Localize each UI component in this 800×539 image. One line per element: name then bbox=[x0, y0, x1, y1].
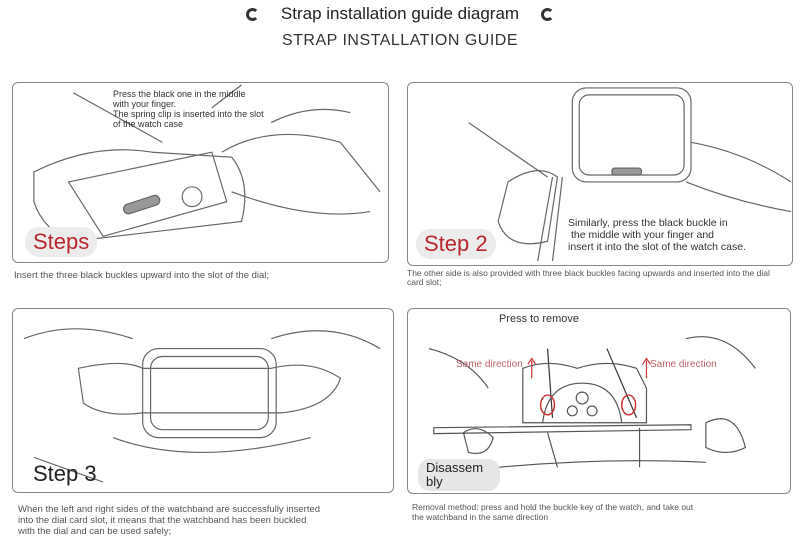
step3-caption: When the left and right sides of the wat… bbox=[18, 504, 320, 537]
swirl-icon bbox=[541, 8, 555, 22]
step2-panel: Similarly, press the black buckle in the… bbox=[407, 82, 793, 266]
press-to-remove-label: Press to remove bbox=[498, 313, 580, 325]
caption-line: into the dial card slot, it means that t… bbox=[18, 515, 307, 526]
caption-line: The other side is also provided with thr… bbox=[407, 268, 770, 278]
caption-line: card slot; bbox=[407, 277, 442, 287]
right-direction-label: Same direction bbox=[650, 359, 717, 370]
caption-line: Removal method: press and hold the buckl… bbox=[412, 502, 694, 512]
note-line: Similarly, press the black buckle in bbox=[568, 217, 728, 229]
disassembly-panel: Press to remove Same direction Same dire… bbox=[407, 308, 791, 494]
note-line: the middle with your finger and bbox=[571, 229, 714, 241]
step3-illustration bbox=[23, 328, 381, 483]
disassembly-illustration bbox=[428, 336, 756, 468]
step2-note: Similarly, press the black buckle in the… bbox=[568, 217, 746, 253]
note-line: Press the black one in the middle bbox=[113, 89, 246, 99]
step1-panel: Press the black one in the middle with y… bbox=[12, 82, 389, 263]
title-text: Strap installation guide diagram bbox=[280, 4, 520, 23]
step1-caption: Insert the three black buckles upward in… bbox=[14, 270, 270, 281]
note-line: with your finger. bbox=[113, 99, 177, 109]
caption-line: When the left and right sides of the wat… bbox=[18, 504, 321, 515]
page-subtitle: STRAP INSTALLATION GUIDE bbox=[281, 32, 519, 49]
note-line: of the watch case bbox=[113, 119, 184, 129]
disassembly-label: Disassem bly bbox=[418, 459, 500, 491]
step2-illustration bbox=[468, 87, 792, 262]
step3-label: Step 3 bbox=[33, 461, 97, 486]
step2-caption: The other side is also provided with thr… bbox=[407, 269, 770, 287]
step2-label: Step 2 bbox=[416, 229, 496, 259]
note-line: insert it into the slot of the watch cas… bbox=[568, 241, 747, 253]
note-line: The spring clip is inserted into the slo… bbox=[113, 109, 264, 119]
swirl-icon bbox=[245, 8, 259, 22]
page-title: Strap installation guide diagram bbox=[0, 4, 800, 24]
step1-note: Press the black one in the middle with y… bbox=[113, 89, 264, 129]
caption-line: the watchband in the same direction bbox=[412, 512, 549, 522]
step1-label: Steps bbox=[25, 227, 98, 257]
left-direction-label: Same direction bbox=[456, 359, 523, 370]
caption-line: with the dial and can be used safely; bbox=[18, 526, 172, 537]
label-line: Disassem bbox=[426, 460, 484, 475]
step3-panel: Step 3 bbox=[12, 308, 394, 493]
disassembly-caption: Removal method: press and hold the buckl… bbox=[412, 502, 693, 522]
label-line: bly bbox=[426, 474, 443, 489]
